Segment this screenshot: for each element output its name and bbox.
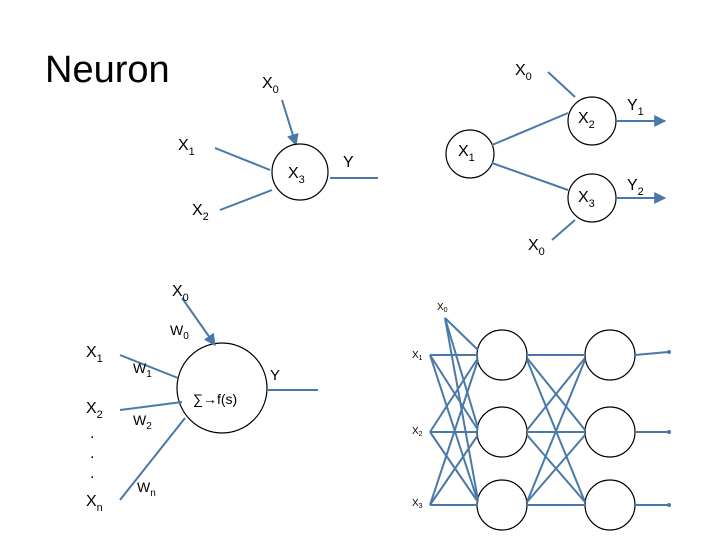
edge-x1-h2 bbox=[429, 354, 479, 431]
edge-w1 bbox=[119, 354, 179, 379]
edge-x1-to-x2 bbox=[491, 112, 569, 146]
hidden1-node-1 bbox=[476, 329, 528, 381]
network-input-x2: X2 bbox=[412, 426, 423, 438]
network-input-x0: X0 bbox=[437, 302, 448, 314]
edge-w2 bbox=[119, 401, 183, 411]
edge-h13-h21 bbox=[526, 359, 586, 503]
hidden2-node-1 bbox=[584, 329, 636, 381]
weight-w1: W1 bbox=[133, 360, 152, 380]
edge-x0-to-x3 bbox=[551, 219, 576, 241]
network-input-x3: X3 bbox=[412, 498, 423, 510]
edge-x3-h2 bbox=[429, 434, 479, 506]
output-y: Y bbox=[343, 154, 354, 171]
edge-bias-w0 bbox=[181, 297, 216, 346]
edge-x2-h1 bbox=[429, 357, 479, 433]
hidden1-node-2 bbox=[476, 406, 528, 458]
node-label-x3: X3 bbox=[288, 165, 305, 186]
edge-x2-h3 bbox=[429, 431, 479, 503]
network-input-x1: X1 bbox=[412, 350, 423, 362]
node-label-x2: X2 bbox=[578, 110, 595, 131]
dot-1: . bbox=[90, 425, 94, 442]
perceptron-diagram: X0 X1 X2 . . . Xn W0 W1 W2 Wn ∑→f(s) Y bbox=[86, 283, 318, 514]
input-x1: X1 bbox=[178, 137, 195, 158]
weight-w0: W0 bbox=[170, 322, 189, 342]
node-label-x1: X1 bbox=[458, 143, 475, 164]
edge-x0-h2 bbox=[444, 317, 479, 429]
input-x2-perceptron: X2 bbox=[86, 400, 103, 421]
edge-wn bbox=[119, 417, 186, 501]
weight-wn: Wn bbox=[137, 479, 156, 499]
input-xn-perceptron: Xn bbox=[86, 493, 103, 514]
edge-x0-to-x3 bbox=[281, 99, 299, 147]
multilayer-network: X0 X1 X2 X3 bbox=[412, 302, 671, 531]
edge-x1-to-x3 bbox=[491, 162, 569, 191]
edge-h12-h21 bbox=[526, 357, 586, 431]
edge-x2-to-x3 bbox=[219, 189, 273, 211]
neuron-node-x1 bbox=[445, 129, 495, 179]
dot-2: . bbox=[90, 445, 94, 462]
edge-x3-h1 bbox=[429, 359, 479, 506]
hidden2-node-2 bbox=[584, 406, 636, 458]
top-right-network: X0 X1 X2 X3 X0 Y1 Y2 bbox=[445, 62, 667, 258]
page-title: Neuron bbox=[45, 49, 170, 91]
node-label-x3-right: X3 bbox=[578, 189, 595, 210]
input-x2: X2 bbox=[192, 202, 209, 223]
activation-function-label: ∑→f(s) bbox=[193, 391, 237, 407]
bias-input-x0: X0 bbox=[172, 283, 189, 304]
edge-x1-to-x3 bbox=[214, 147, 271, 171]
edge-x0-to-x2 bbox=[547, 71, 576, 98]
edge-h13-h22 bbox=[526, 434, 586, 503]
dot-3: . bbox=[90, 465, 94, 482]
input-x0-top: X0 bbox=[515, 62, 532, 83]
edge-x1-h3 bbox=[429, 354, 479, 503]
edge-x0-h1 bbox=[444, 317, 479, 351]
output-dot-2 bbox=[667, 430, 671, 434]
weight-w2: W2 bbox=[133, 412, 152, 432]
output-dot-1 bbox=[667, 350, 671, 354]
hidden1-node-3 bbox=[476, 479, 528, 531]
hidden2-node-3 bbox=[584, 479, 636, 531]
edge-out-1 bbox=[634, 351, 669, 356]
input-x0: X0 bbox=[262, 75, 279, 96]
output-dot-3 bbox=[667, 503, 671, 507]
input-x0-bottom: X0 bbox=[528, 237, 545, 258]
neuron-node-x3 bbox=[271, 143, 329, 201]
perceptron-node bbox=[176, 342, 268, 434]
output-y1: Y1 bbox=[627, 97, 644, 118]
output-y2: Y2 bbox=[627, 177, 644, 198]
input-x1-perceptron: X1 bbox=[86, 344, 103, 365]
output-y-perceptron: Y bbox=[270, 367, 280, 384]
top-left-neuron: X0 X1 X2 X3 Y bbox=[178, 75, 378, 223]
